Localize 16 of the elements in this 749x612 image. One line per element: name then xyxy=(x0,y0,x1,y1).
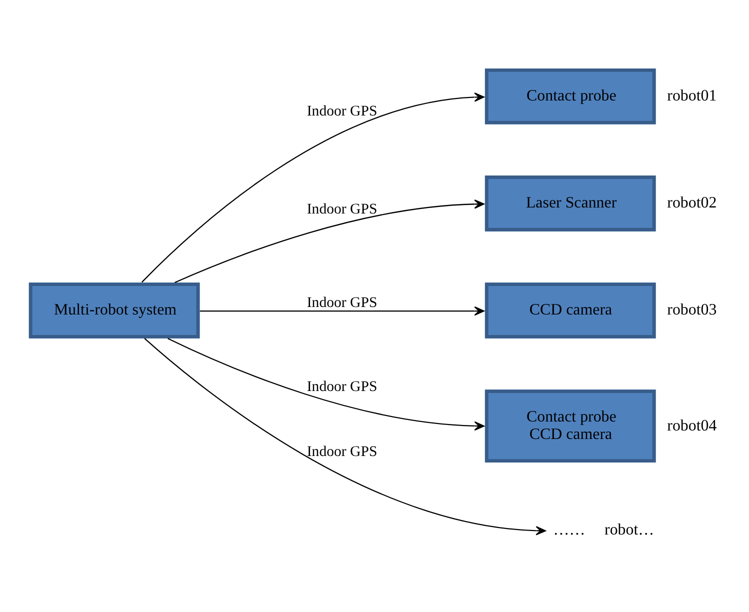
edge-label: Indoor GPS xyxy=(306,103,378,120)
edge-label: Indoor GPS xyxy=(306,378,378,395)
edge-label: Indoor GPS xyxy=(306,444,378,460)
node-label: robot04 xyxy=(667,416,717,434)
arrow xyxy=(200,306,484,316)
node-label: robot02 xyxy=(667,194,717,212)
node-label: robot01 xyxy=(667,87,717,104)
node-text: …… xyxy=(553,520,586,538)
edge-label: Indoor GPS xyxy=(306,201,378,218)
node-label: robot… xyxy=(604,520,654,538)
arrow xyxy=(144,338,546,535)
arrow xyxy=(142,92,484,282)
node-label: robot03 xyxy=(667,301,717,318)
arrow xyxy=(174,198,484,283)
edge-label: Indoor GPS xyxy=(306,294,378,310)
arrow xyxy=(168,337,484,430)
